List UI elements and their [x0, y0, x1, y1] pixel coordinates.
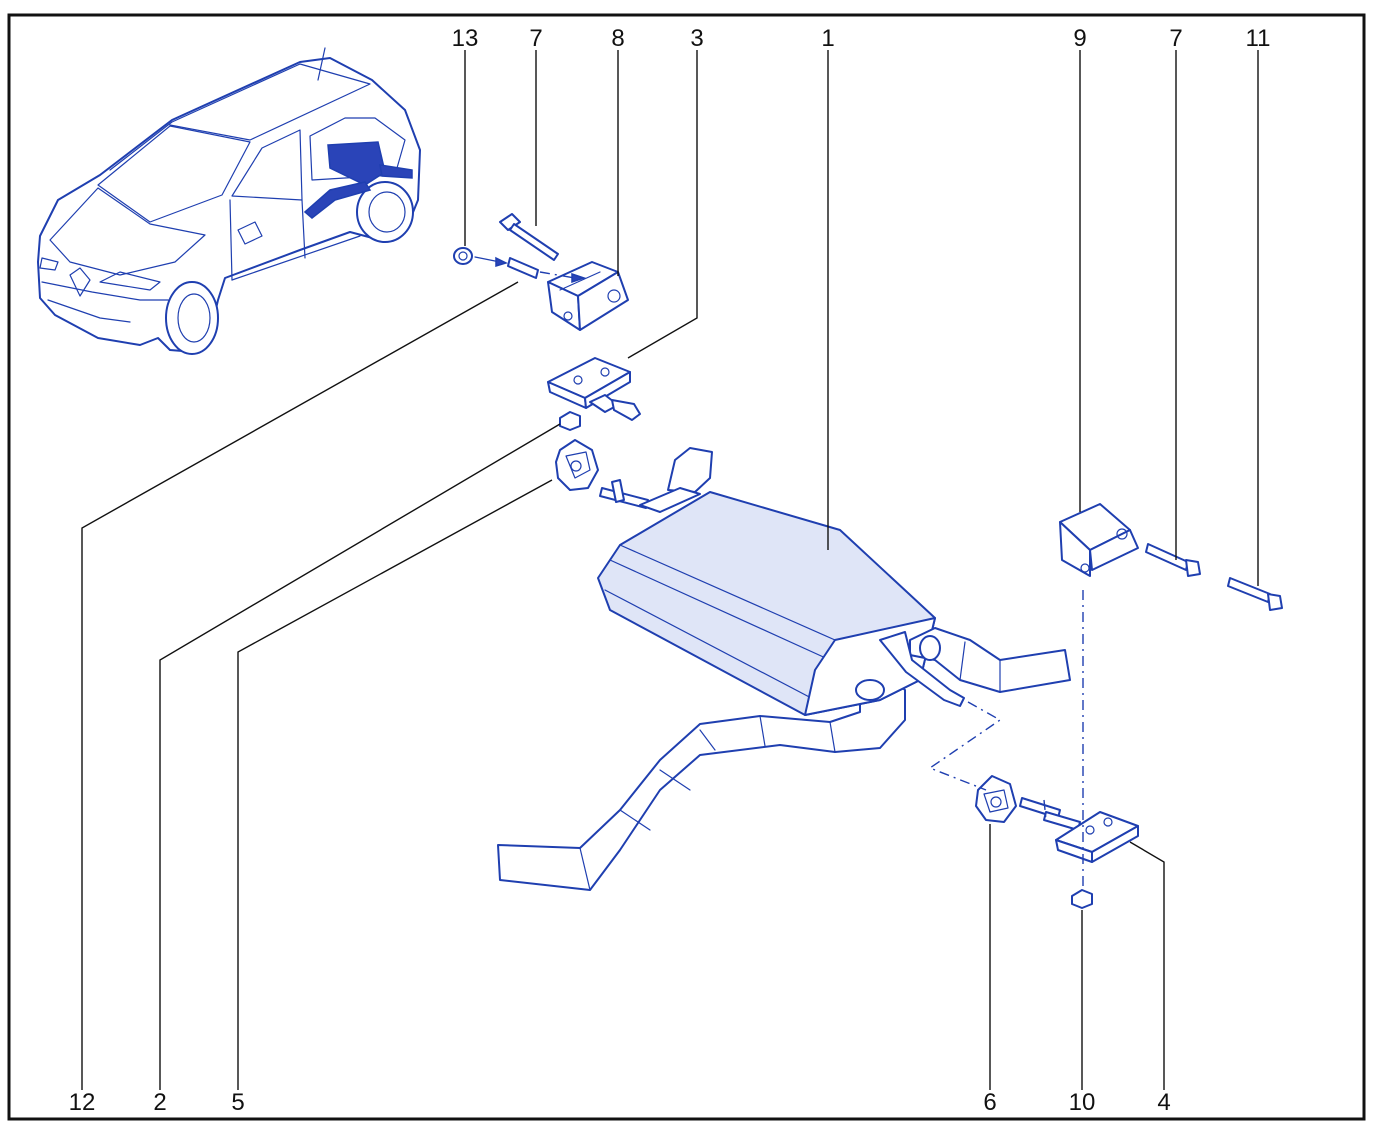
- callouts-bottom: 12 2 5 6 10 4: [69, 1089, 1171, 1116]
- part-8-bracket: [547, 261, 629, 331]
- callout-11: 11: [1246, 25, 1271, 52]
- part-2-nut: [559, 411, 581, 431]
- callout-9: 9: [1073, 25, 1086, 52]
- callout-13: 13: [452, 25, 479, 52]
- callout-2: 2: [153, 1089, 166, 1116]
- part-6-rubber-mount: [975, 775, 1081, 831]
- callout-5: 5: [231, 1089, 244, 1116]
- callout-8: 8: [611, 25, 624, 52]
- part-12-stud: [507, 257, 587, 284]
- callout-7: 7: [529, 25, 542, 52]
- callout-12: 12: [69, 1089, 96, 1116]
- callouts-top: 13 7 8 3 1 9 7 11: [452, 25, 1271, 52]
- part-7-bolt-right: [1145, 543, 1201, 577]
- part-3-bracket: [547, 357, 641, 421]
- part-7-bolt: [499, 213, 559, 261]
- part-5-rubber-mount: [555, 439, 649, 509]
- part-11-bolt: [1227, 577, 1283, 611]
- callout-6: 6: [983, 1089, 996, 1116]
- part-13-washer: [453, 247, 509, 268]
- car-locator-icon: [37, 47, 421, 355]
- assembly-lines: [928, 590, 1084, 888]
- part-10-nut: [1071, 889, 1093, 909]
- callout-1: 1: [821, 25, 834, 52]
- part-1-rear-silencer: [497, 447, 1071, 891]
- diagram-frame: [7, 13, 1366, 1121]
- leader-lines: [81, 50, 1259, 1090]
- part-9-bracket: [1059, 503, 1139, 577]
- callout-10: 10: [1069, 1089, 1096, 1116]
- callout-7-right: 7: [1169, 25, 1182, 52]
- callout-3: 3: [690, 25, 703, 52]
- callout-4: 4: [1157, 1089, 1170, 1116]
